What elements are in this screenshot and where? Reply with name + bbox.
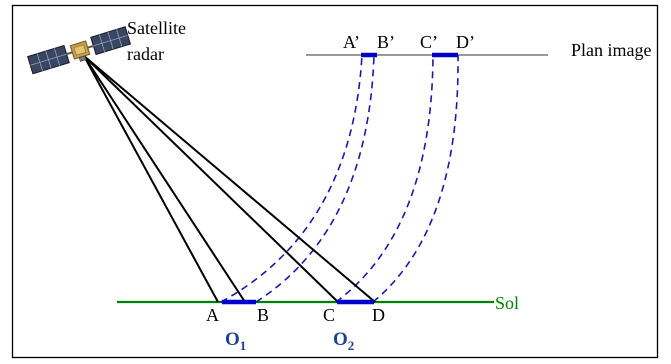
ground-point-label-b: B bbox=[257, 305, 269, 325]
projection-arc-c bbox=[335, 54, 434, 303]
ray-a bbox=[83, 55, 219, 303]
ground-point-label-a: A bbox=[206, 305, 219, 325]
satellite-label-line1: Satellite bbox=[127, 18, 186, 38]
object-label-o1-main: O bbox=[225, 329, 240, 350]
projection-arcs bbox=[220, 54, 459, 303]
ground-point-label-c: C bbox=[323, 305, 335, 325]
plan-image-label: Plan image bbox=[571, 40, 651, 60]
projection-arc-b bbox=[255, 54, 375, 303]
projection-arc-d bbox=[372, 54, 459, 303]
ray-c bbox=[83, 55, 339, 303]
image-point-label-b: B’ bbox=[377, 32, 395, 52]
satellite-icon bbox=[27, 26, 132, 75]
image-point-label-c: C’ bbox=[420, 32, 438, 52]
sol-label: Sol bbox=[495, 293, 519, 313]
solar-panel-right bbox=[90, 26, 132, 56]
solar-panel-left bbox=[27, 44, 70, 75]
image-point-label-a: A’ bbox=[343, 32, 360, 52]
ray-d bbox=[83, 55, 376, 303]
object-label-o1-sub: 1 bbox=[240, 338, 247, 353]
image-point-label-d: D’ bbox=[456, 32, 475, 52]
object-label-o2-sub: 2 bbox=[348, 338, 355, 353]
ray-b bbox=[83, 55, 246, 303]
object-label-o2: O2 bbox=[333, 329, 354, 353]
radar-rays bbox=[83, 55, 376, 303]
ground-point-label-d: D bbox=[372, 305, 385, 325]
figure-frame bbox=[11, 4, 659, 359]
satellite-label-line2: radar bbox=[127, 44, 164, 64]
satellite-antenna bbox=[78, 55, 87, 62]
object-label-o1: O1 bbox=[225, 329, 246, 353]
projection-arc-a bbox=[220, 54, 363, 303]
object-label-o2-main: O bbox=[333, 329, 348, 350]
